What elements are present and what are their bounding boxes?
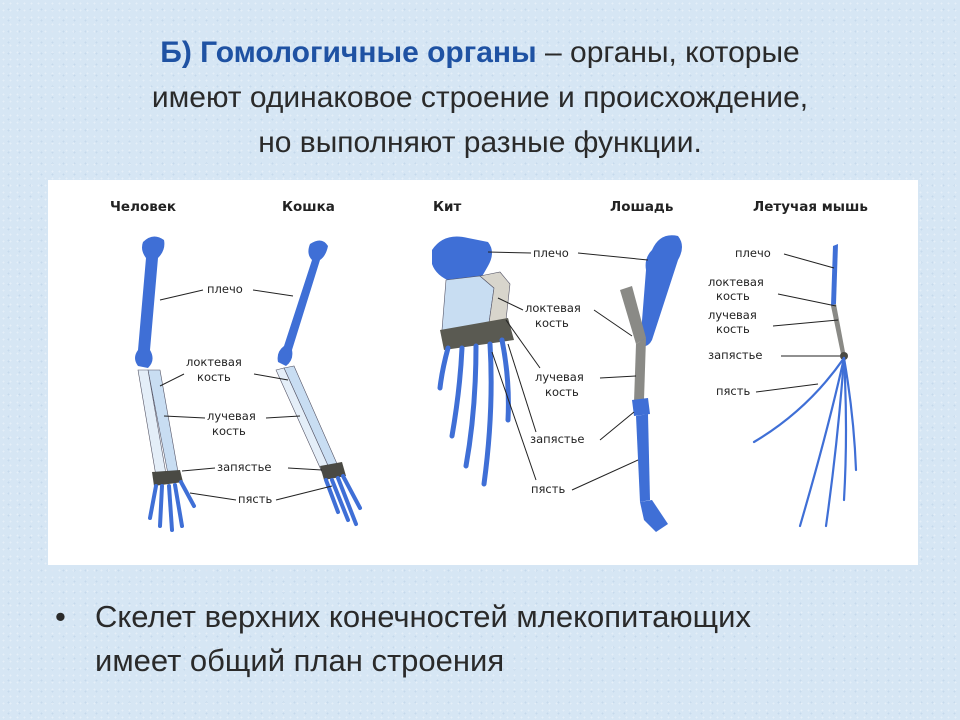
- label-wrist-bat: запястье: [708, 348, 762, 362]
- cat-radius: [275, 367, 331, 473]
- header-horse: Лошадь: [610, 199, 673, 215]
- horse-humerus: [640, 235, 682, 347]
- label-metacarpus-bat: пясть: [716, 384, 750, 398]
- cat-fingers: [324, 474, 362, 526]
- label-ulna-human-2: кость: [197, 370, 231, 384]
- title-definition-start: – органы, которые: [536, 36, 800, 69]
- header-whale: Кит: [433, 199, 461, 215]
- human-arm: [135, 236, 196, 532]
- label-ulna-human-1: локтевая: [186, 355, 242, 369]
- label-ulna-bat-1: локтевая: [708, 275, 764, 289]
- horse-wrist: [632, 398, 650, 416]
- human-humerus: [135, 236, 165, 368]
- cat-ulna: [283, 365, 339, 471]
- bat-fingers: [752, 356, 858, 528]
- cat-arm: [275, 240, 362, 526]
- whale-humerus: [432, 236, 492, 285]
- bat-humerus: [831, 244, 838, 306]
- whale-wrist: [440, 318, 514, 350]
- label-shoulder-human: плечо: [207, 282, 243, 296]
- cat-wrist: [320, 462, 346, 480]
- bullet-line-2: имеет общий план строения: [95, 643, 505, 678]
- header-bat: Летучая мышь: [753, 199, 868, 215]
- title-line-1: Б) Гомологичные органы – органы, которые: [40, 30, 920, 75]
- human-cat-labels: плечо локтевая кость лучевая кость запяс…: [159, 282, 333, 506]
- bullet-marker: •: [55, 599, 66, 634]
- horse-metacarpus: [636, 414, 650, 502]
- bat-ulna-radius: [831, 304, 845, 354]
- bullet-line-1: Скелет верхних конечностей млекопитающих: [95, 599, 751, 634]
- bat-wing: [752, 244, 858, 528]
- human-wrist: [152, 470, 183, 486]
- label-radius-bat-1: лучевая: [708, 308, 757, 322]
- label-metacarpus-human: пясть: [238, 492, 272, 506]
- header-cat: Кошка: [282, 199, 335, 215]
- whale-flipper: [432, 236, 514, 487]
- label-radius-middle-1: лучевая: [535, 370, 584, 384]
- label-radius-bat-2: кость: [716, 322, 750, 336]
- title-line-2: имеют одинаковое строение и происхождени…: [151, 81, 809, 114]
- limbs-diagram: Человек Кошка Кит Лошадь Летучая мышь: [110, 199, 868, 532]
- horse-ulna: [620, 286, 646, 344]
- label-ulna-middle-1: локтевая: [525, 301, 581, 315]
- horse-hoof: [640, 500, 668, 532]
- label-shoulder-middle: плечо: [533, 246, 569, 260]
- title-line-3: но выполняют разные функции.: [258, 126, 702, 159]
- label-ulna-bat-2: кость: [716, 289, 750, 303]
- label-shoulder-bat: плечо: [735, 246, 771, 260]
- header-human: Человек: [110, 199, 176, 215]
- whale-horse-labels: плечо локтевая кость лучевая кость запяс…: [487, 246, 649, 496]
- title-term: Б) Гомологичные органы: [160, 36, 537, 69]
- label-wrist-human: запястье: [217, 460, 271, 474]
- bat-wrist: [840, 352, 848, 360]
- homologous-limbs-figure: Человек Кошка Кит Лошадь Летучая мышь: [48, 180, 918, 565]
- cat-humerus: [277, 240, 328, 366]
- label-radius-middle-2: кость: [545, 385, 579, 399]
- label-metacarpus-middle: пясть: [531, 482, 565, 496]
- label-wrist-middle: запястье: [530, 432, 584, 446]
- label-ulna-middle-2: кость: [535, 316, 569, 330]
- whale-fingers: [437, 337, 511, 487]
- horse-radius: [634, 338, 646, 402]
- bat-labels: плечо локтевая кость лучевая кость запяс…: [708, 246, 840, 398]
- bullet-text: Скелет верхних конечностей млекопитающих…: [95, 595, 915, 683]
- horse-leg: [620, 235, 682, 532]
- human-fingers: [148, 480, 196, 532]
- slide-title: Б) Гомологичные органы – органы, которые…: [40, 30, 920, 165]
- label-radius-human-2: кость: [212, 424, 246, 438]
- label-radius-human-1: лучевая: [207, 409, 256, 423]
